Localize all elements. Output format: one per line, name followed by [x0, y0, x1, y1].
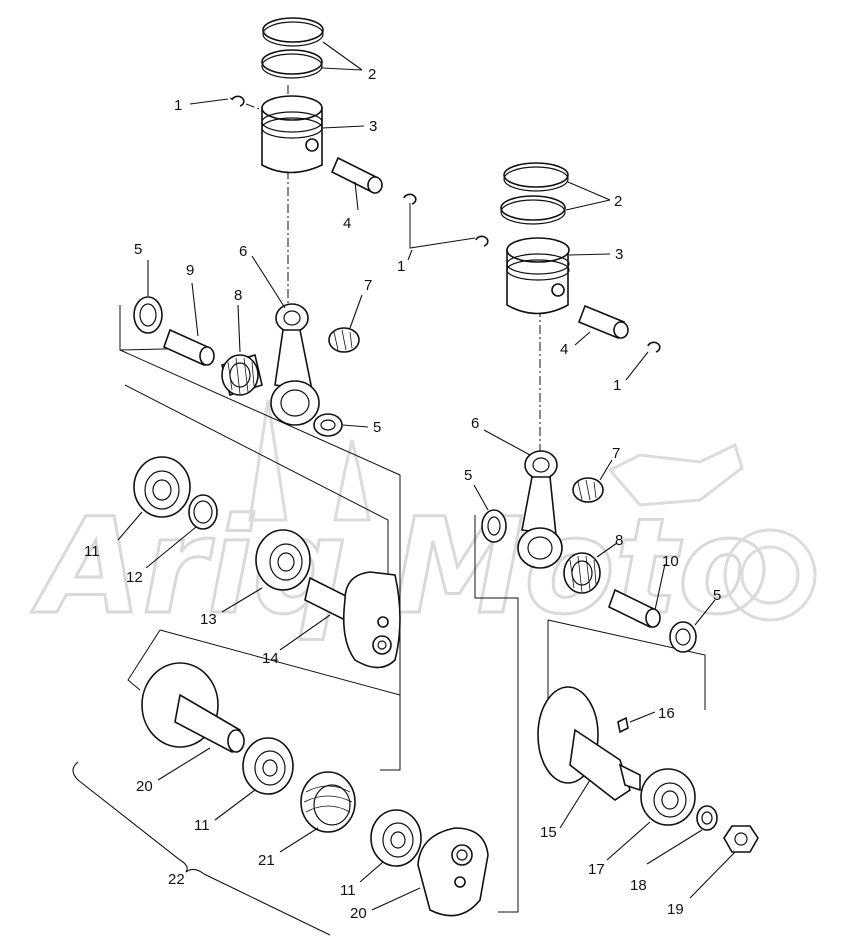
- watermark-wheel-icon: [723, 528, 817, 622]
- crank-web-20-low: [417, 827, 489, 917]
- callout-8: 8: [234, 287, 242, 304]
- callout-18: 18: [630, 877, 647, 894]
- connecting-rod-left: [270, 303, 320, 426]
- circlip-left-top: [231, 95, 245, 107]
- roller-bearing-right: [563, 552, 601, 594]
- callout-16: 16: [658, 705, 675, 722]
- thrust-washer-left: [313, 413, 343, 437]
- woodruff-key-16: [617, 716, 629, 734]
- callout-10: 10: [662, 553, 679, 570]
- crank-half-15: [537, 686, 641, 801]
- callout-5: 5: [464, 467, 472, 484]
- callout-3: 3: [615, 246, 623, 263]
- main-bearing-11-low: [370, 809, 422, 867]
- callout-7: 7: [364, 277, 372, 294]
- crank-seal-left: [133, 296, 163, 334]
- nut-19: [723, 825, 759, 853]
- callout-6: 6: [239, 243, 247, 260]
- callout-14: 14: [262, 650, 279, 667]
- thrust-washer-right: [669, 621, 697, 653]
- callout-19: 19: [667, 901, 684, 918]
- callout-15: 15: [540, 824, 557, 841]
- small-end-bearing-right: [572, 477, 604, 503]
- circlip-left-pin: [403, 193, 417, 205]
- callout-9: 9: [186, 262, 194, 279]
- callout-13: 13: [200, 611, 217, 628]
- callout-5: 5: [373, 419, 381, 436]
- main-bearing-11-mid: [242, 737, 294, 795]
- piston-pin-left: [330, 156, 383, 194]
- callout-5: 5: [134, 241, 142, 258]
- watermark: Ariq Moto: [30, 399, 817, 646]
- callout-22: 22: [168, 871, 185, 888]
- crank-pin-left: [163, 328, 215, 367]
- callout-3: 3: [369, 118, 377, 135]
- washer-18: [696, 805, 718, 831]
- callout-20: 20: [350, 905, 367, 922]
- callout-8: 8: [615, 532, 623, 549]
- callout-1: 1: [174, 97, 182, 114]
- small-end-bearing-left: [328, 327, 360, 353]
- piston-rings-left: [261, 17, 324, 79]
- piston-pin-right: [577, 304, 629, 340]
- roller-bearing-left: [221, 353, 263, 397]
- callout-1: 1: [613, 377, 621, 394]
- callout-6: 6: [471, 415, 479, 432]
- callout-5: 5: [713, 587, 721, 604]
- callouts: 2 1 3 4 2 1 3 5 9 6 7 8 4 1 5 6 7 5 11 1…: [84, 66, 721, 922]
- assembly-brace-22: [72, 761, 331, 936]
- leader-lines: [117, 41, 736, 911]
- main-bearing-17: [640, 768, 696, 826]
- piston-rings-right: [500, 162, 569, 225]
- callout-11: 11: [340, 882, 356, 899]
- labyrinth-seal-21: [300, 771, 356, 833]
- connecting-rod-right: [517, 450, 563, 569]
- flywheel-20-top: [141, 662, 245, 754]
- main-bearing-13: [255, 529, 311, 591]
- callout-4: 4: [343, 215, 351, 232]
- crank-half-14: [304, 571, 401, 669]
- callout-20: 20: [136, 778, 153, 795]
- callout-21: 21: [258, 852, 275, 869]
- callout-11: 11: [84, 543, 100, 560]
- callout-12: 12: [126, 569, 143, 586]
- callout-11: 11: [194, 817, 210, 834]
- piston-left: [261, 95, 323, 174]
- callout-7: 7: [612, 445, 620, 462]
- watermark-motorcycle-icon: [607, 442, 744, 507]
- callout-4: 4: [560, 341, 568, 358]
- crank-seal-right: [481, 509, 507, 543]
- circlip-right-pin: [647, 341, 661, 353]
- main-bearing-11-top: [133, 456, 191, 518]
- piston-right: [506, 237, 570, 315]
- oil-seal-12: [188, 494, 218, 530]
- callout-2: 2: [368, 66, 376, 83]
- callout-1: 1: [397, 258, 405, 275]
- crank-pin-right: [608, 588, 661, 629]
- circlip-right-top: [475, 235, 489, 247]
- callout-2: 2: [614, 193, 622, 210]
- callout-17: 17: [588, 861, 605, 878]
